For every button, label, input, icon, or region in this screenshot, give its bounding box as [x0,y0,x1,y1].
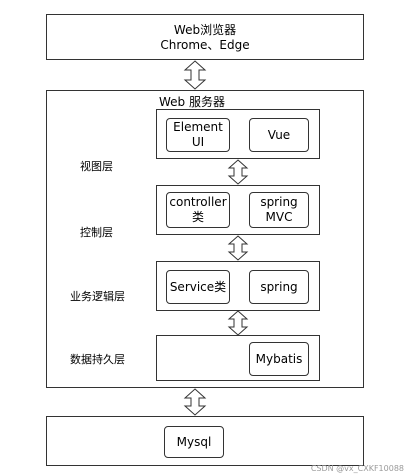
component-controller: controller 类 [166,192,230,228]
layer-business-box: Service类 spring [156,261,320,311]
database-box: Mysql [46,416,364,466]
component-service: Service类 [166,270,230,304]
layer-label-control: 控制层 [80,226,113,239]
browser-box: Web浏览器 Chrome、Edge [46,14,364,60]
layer-view-box: Element UI Vue [156,109,320,159]
layer-persistence-box: Mybatis [156,335,320,381]
double-arrow-icon [183,60,207,90]
double-arrow-icon [227,159,249,185]
server-title: Web 服务器 [159,95,225,109]
layer-label-business: 业务逻辑层 [70,290,125,303]
component-element-ui: Element UI [166,118,230,152]
component-mybatis: Mybatis [249,342,309,376]
component-vue: Vue [249,118,309,152]
layer-control-box: controller 类 spring MVC [156,185,320,235]
layer-label-persistence: 数据持久层 [70,353,125,366]
double-arrow-icon [227,235,249,261]
watermark: CSDN @vx_CXKF10088 [310,464,404,473]
component-spring: spring [249,270,309,304]
component-spring-mvc: spring MVC [249,192,309,228]
double-arrow-icon [183,388,207,416]
layer-label-view: 视图层 [80,160,113,173]
double-arrow-icon [227,310,249,336]
component-mysql: Mysql [164,426,224,458]
browser-title: Web浏览器 Chrome、Edge [160,23,250,52]
